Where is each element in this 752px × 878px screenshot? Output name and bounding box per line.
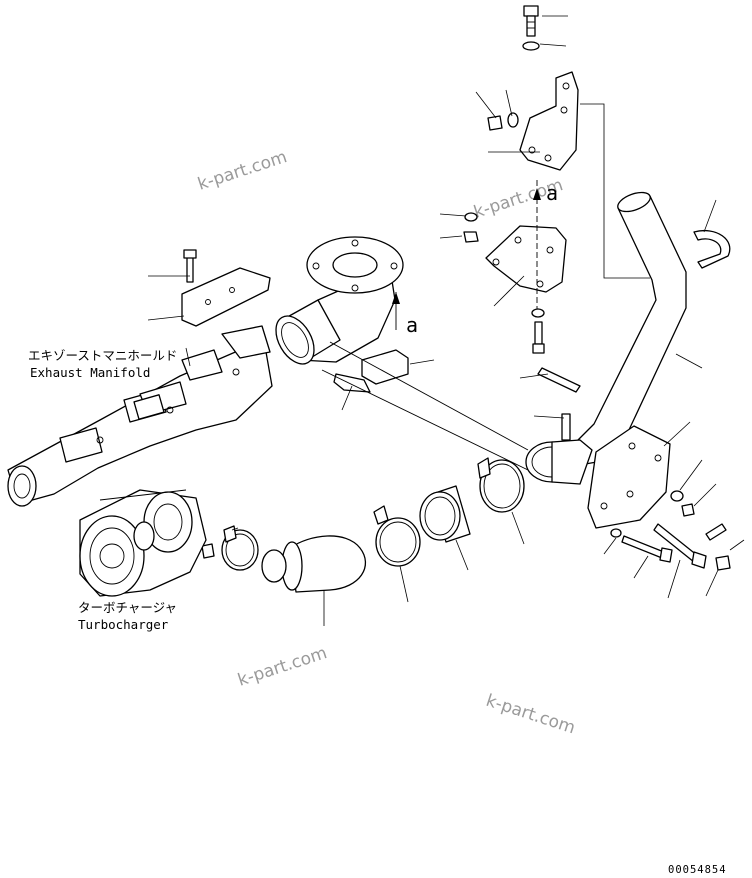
watermark: k-part.com	[235, 643, 329, 691]
upper-bracket	[519, 71, 579, 171]
lower-bracket-bolt	[532, 321, 545, 354]
bracket-washer	[464, 212, 478, 222]
lower-washer	[531, 308, 545, 318]
exhaust-manifold-label-jp: エキゾーストマニホールド	[28, 348, 177, 363]
bracket-nut	[463, 231, 479, 243]
lock-nut	[715, 555, 731, 571]
clip-bolt	[561, 413, 571, 441]
u-bolt	[693, 230, 731, 269]
top-washer	[522, 41, 540, 51]
band-clamp-middle	[373, 505, 421, 567]
lower-bracket	[485, 225, 567, 293]
drawing-number: 00054854	[668, 864, 727, 876]
bellows-sleeve	[419, 485, 471, 543]
support-bolt-long	[621, 535, 673, 563]
band-clamp-small	[221, 525, 259, 571]
view-arrow-label: a	[546, 181, 558, 205]
watermark: k-part.com	[483, 691, 577, 739]
exhaust-manifold	[7, 325, 273, 507]
clamp-block	[361, 349, 409, 385]
watermark: k-part.com	[195, 147, 289, 195]
exhaust-elbow	[275, 236, 404, 365]
flex-hose	[281, 535, 366, 593]
turbocharger-label-jp: ターボチャージャ	[78, 600, 177, 615]
retaining-clip	[537, 367, 581, 393]
manifold-heat-shield	[181, 267, 271, 327]
leader-lines	[147, 15, 745, 626]
support-nuts	[610, 490, 695, 538]
stud-sleeve	[333, 373, 371, 393]
small-washer-upper	[507, 112, 519, 128]
top-mount-bolt	[523, 5, 539, 37]
shield-bolt	[183, 249, 197, 283]
turbo-nut	[201, 543, 215, 559]
exhaust-manifold-label-en: Exhaust Manifold	[30, 365, 150, 380]
band-clamp-large	[477, 457, 525, 513]
support-bolt-right	[653, 523, 707, 569]
exhaust-tail-pipe	[525, 191, 687, 485]
view-arrow-label: a	[406, 313, 418, 337]
turbocharger	[79, 489, 207, 597]
small-nut-upper	[487, 115, 503, 131]
gasket-ring	[261, 549, 287, 583]
cotter-pin	[705, 523, 727, 541]
pipe-support-bracket	[587, 425, 671, 529]
turbocharger-label-en: Turbocharger	[78, 617, 169, 632]
